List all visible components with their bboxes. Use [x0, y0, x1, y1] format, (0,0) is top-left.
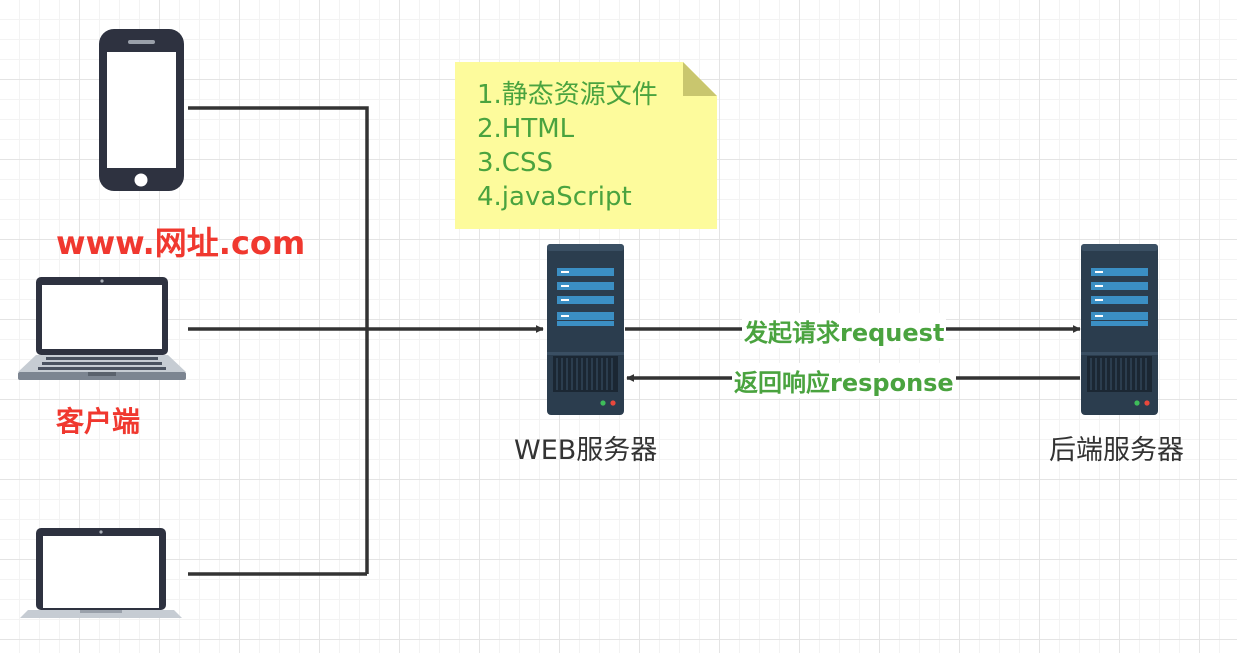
note-item: 4.javaScript [477, 182, 632, 212]
laptop-icon-bottom [20, 528, 182, 618]
note-item: 2.HTML [477, 114, 575, 144]
client-label: 客户端 [56, 405, 141, 438]
smartphone-icon [99, 29, 184, 191]
url-label: www.网址.com [56, 224, 306, 262]
server-icon-web [547, 244, 624, 415]
response-label: 返回响应response [732, 363, 956, 398]
resource-note: 1.静态资源文件 2.HTML 3.CSS 4.javaScript [455, 62, 717, 229]
server-icon-backend [1081, 244, 1158, 415]
backend-server-label: 后端服务器 [1049, 435, 1184, 466]
phone-connector-line [188, 106, 369, 574]
note-item: 3.CSS [477, 148, 553, 178]
note-shape [455, 62, 717, 229]
laptop-icon [18, 277, 186, 380]
note-item: 1.静态资源文件 [477, 80, 658, 110]
client-connectors [188, 106, 369, 576]
note-list: 1.静态资源文件 2.HTML 3.CSS 4.javaScript [477, 78, 658, 214]
web-server-label: WEB服务器 [514, 435, 658, 466]
request-label: 发起请求request [742, 313, 947, 348]
